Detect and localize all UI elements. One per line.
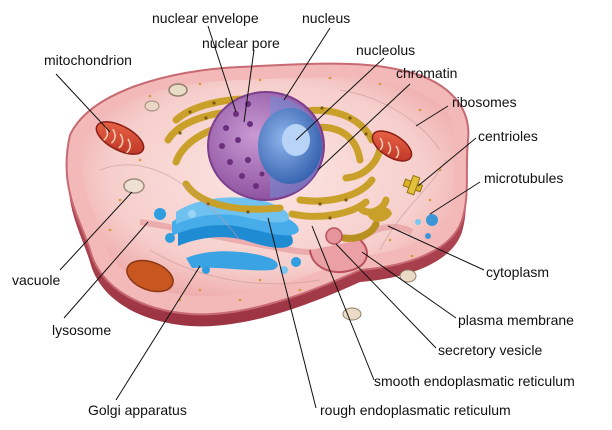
label-rough-er: rough endoplasmatic reticulum [320,402,511,418]
leader-golgi [115,265,201,401]
label-plasma-membrane: plasma membrane [458,312,574,328]
label-centrioles: centrioles [478,128,538,144]
label-secretory-vesicle: secretory vesicle [438,342,543,358]
leader-secretory-vesicle [335,243,437,349]
leader-mitochondrion [55,73,111,133]
leader-lines [55,25,485,409]
centrioles-shape [402,174,424,196]
label-mitochondrion: mitochondrion [44,52,132,68]
lysosome-shape [126,259,174,293]
leader-rough-er [267,217,317,409]
label-cytoplasm: cytoplasm [486,264,550,280]
leader-vacuole [59,191,133,271]
label-lysosome: lysosome [52,322,112,338]
label-chromatin: chromatin [396,65,458,81]
leader-cytoplasm [387,225,485,271]
label-microtubules: microtubules [484,170,564,186]
leader-lysosome [63,221,149,319]
label-vacuole: vacuole [12,272,61,288]
label-ribosomes: ribosomes [452,94,517,110]
leader-nucleus [283,27,331,101]
cytoplasm-particles [108,76,442,302]
leader-ribosomes [415,105,449,127]
leader-smooth-er [311,225,375,381]
leader-chromatin [317,83,411,171]
label-nuclear-envelope: nuclear envelope [152,10,259,26]
secretory-vesicle-shape [325,227,343,245]
nuclear-pores [219,101,265,189]
label-nucleolus: nucleolus [356,42,416,58]
label-golgi-apparatus: Golgi apparatus [88,402,187,418]
label-nucleus: nucleus [302,10,351,26]
leader-nuclear-envelope [207,25,237,113]
nucleus-shape [207,91,325,201]
leader-microtubules [429,181,481,215]
leader-plasma-membrane [361,251,457,319]
leader-nucleolus [295,57,385,141]
label-nuclear-pore: nuclear pore [202,35,280,51]
leader-nuclear-pore [243,49,255,123]
leader-centrioles [417,137,477,187]
label-smooth-er: smooth endoplasmatic reticulum [374,373,575,389]
vacuole-shape [123,178,145,194]
